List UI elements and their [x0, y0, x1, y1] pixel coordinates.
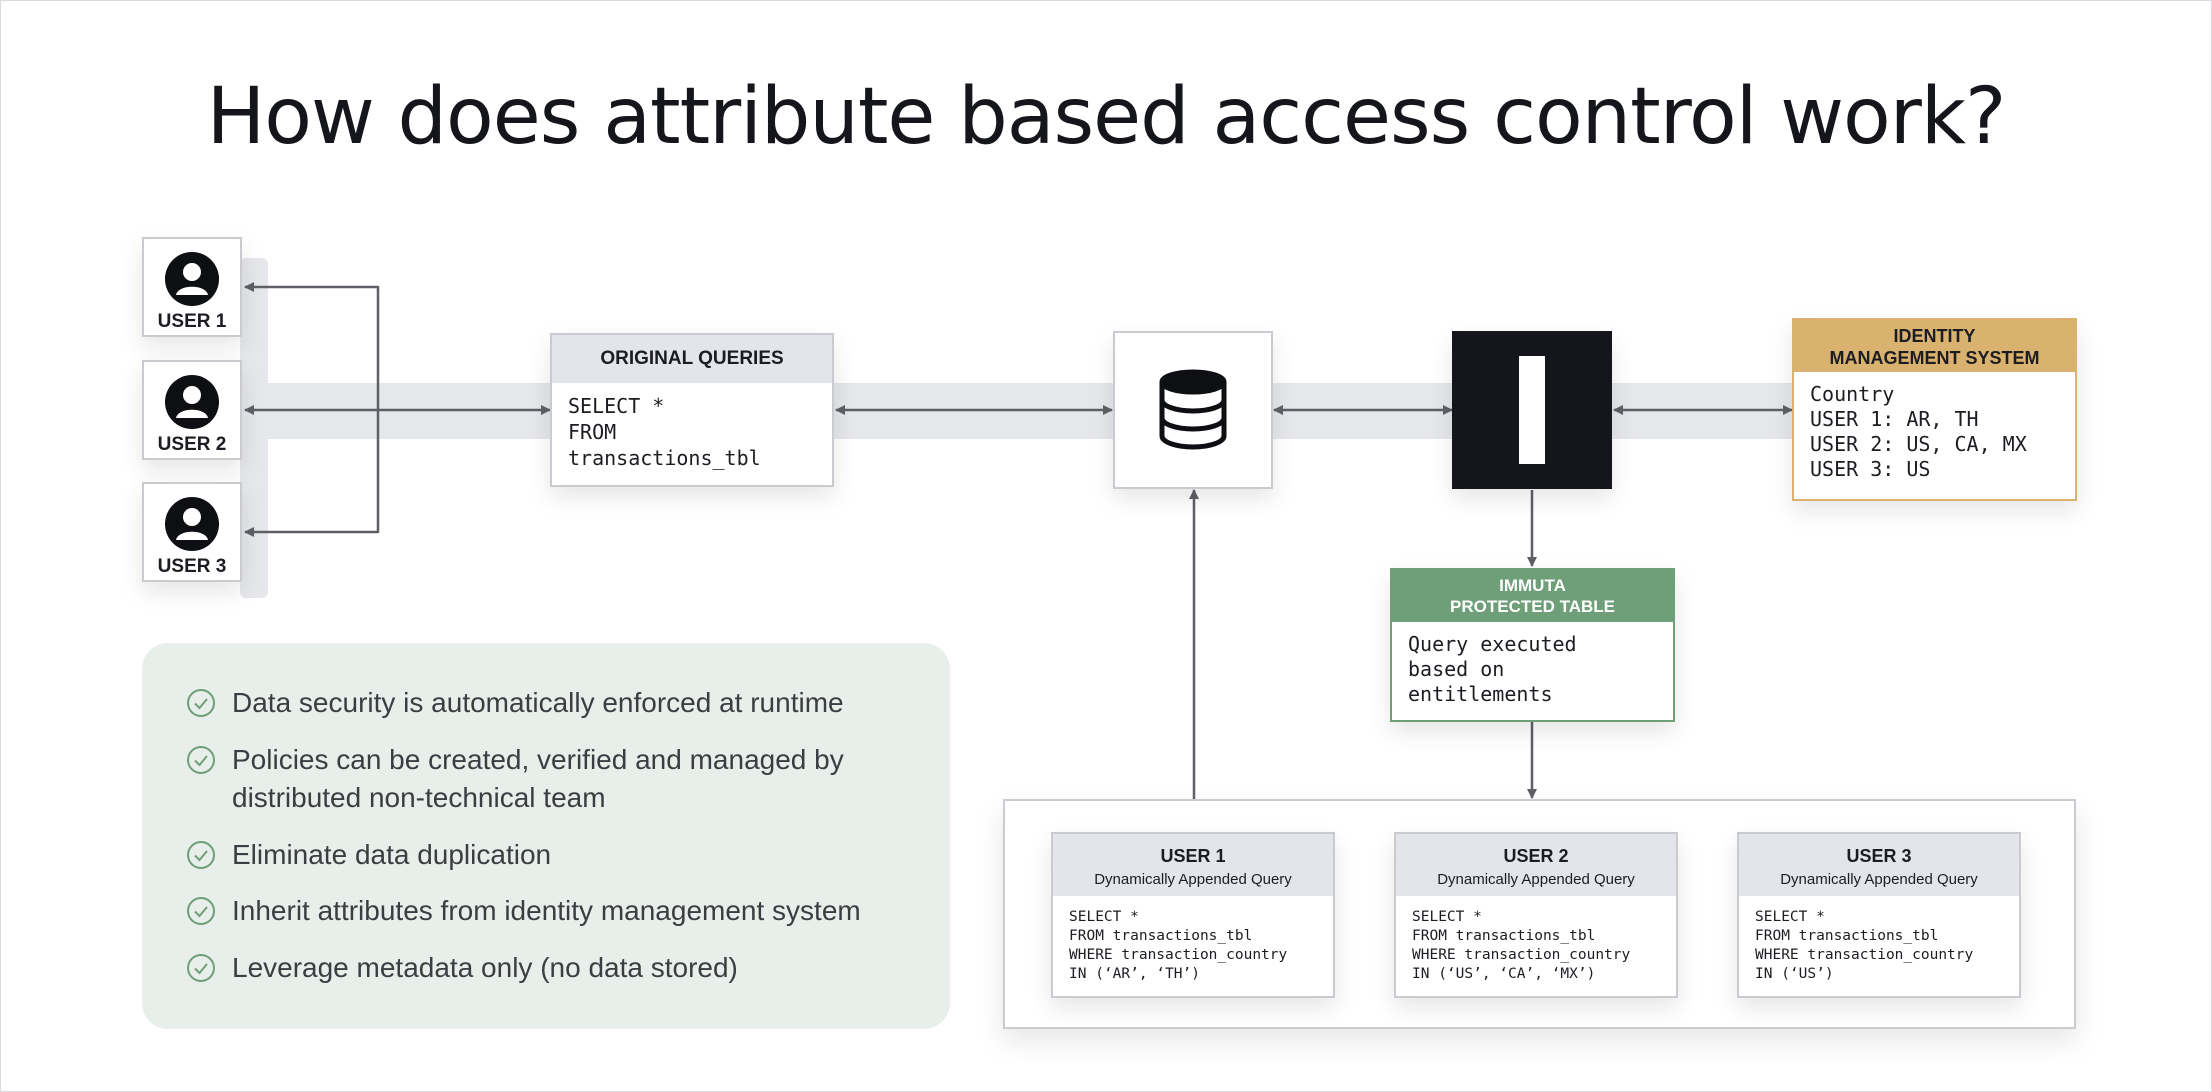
benefit-item: Data security is automatically enforced … [184, 684, 844, 722]
user-label: USER 2 [157, 434, 227, 455]
identity-management-attributes: Country USER 1: AR, TH USER 2: US, CA, M… [1810, 382, 2027, 481]
appended-query-card-user-3: USER 3 Dynamically Appended Query SELECT… [1737, 832, 2021, 998]
protected-table-text: Query executed based on entitlements [1408, 632, 1577, 706]
appended-query-header: USER 1 Dynamically Appended Query [1053, 834, 1333, 896]
check-circle-icon [187, 689, 215, 717]
database-icon [1159, 369, 1227, 450]
benefit-text: Inherit attributes from identity managem… [232, 895, 861, 926]
benefit-item: Eliminate data duplication [184, 836, 551, 874]
check-circle-icon [187, 841, 215, 869]
benefit-text: Eliminate data duplication [232, 839, 552, 870]
database-card [1113, 331, 1273, 489]
user-2-card: USER 2 [142, 360, 242, 460]
appended-query-card-user-2: USER 2 Dynamically Appended Query SELECT… [1394, 832, 1678, 998]
user-icon [165, 375, 219, 429]
appended-query-title: USER 3 [1846, 846, 1912, 866]
user-1-card: USER 1 [142, 237, 242, 337]
appended-query-subtitle: Dynamically Appended Query [1437, 871, 1635, 888]
benefit-item: Leverage metadata only (no data stored) [184, 949, 738, 987]
original-queries-header: ORIGINAL QUERIES [552, 335, 832, 383]
check-circle-icon [187, 954, 215, 982]
appended-query-code: SELECT * FROM transactions_tbl WHERE tra… [1755, 909, 1974, 982]
original-queries-card: ORIGINAL QUERIES SELECT * FROM transacti… [550, 333, 834, 487]
appended-query-title: USER 2 [1503, 846, 1569, 866]
user-icon [165, 252, 219, 306]
immuta-card [1452, 331, 1612, 489]
appended-query-title: USER 1 [1160, 846, 1226, 866]
identity-management-header: IDENTITY MANAGEMENT SYSTEM [1794, 320, 2075, 372]
appended-query-header: USER 2 Dynamically Appended Query [1396, 834, 1676, 896]
protected-table-card: IMMUTA PROTECTED TABLE Query executed ba… [1390, 568, 1675, 722]
benefit-text: Leverage metadata only (no data stored) [232, 952, 738, 983]
appended-query-card-user-1: USER 1 Dynamically Appended Query SELECT… [1051, 832, 1335, 998]
check-circle-icon [187, 746, 215, 774]
benefit-item: Inherit attributes from identity managem… [184, 892, 861, 930]
appended-query-subtitle: Dynamically Appended Query [1094, 871, 1292, 888]
appended-query-code: SELECT * FROM transactions_tbl WHERE tra… [1069, 909, 1288, 982]
benefit-item: Policies can be created, verified and ma… [184, 741, 844, 817]
user-label: USER 1 [157, 311, 227, 332]
immuta-logo [1519, 356, 1545, 464]
benefits-panel: Data security is automatically enforced … [142, 643, 950, 1029]
original-queries-code: SELECT * FROM transactions_tbl [568, 394, 761, 470]
page-title: How does attribute based access control … [206, 72, 2007, 162]
users-band [240, 258, 268, 598]
benefit-text: Policies can be created, verified and ma… [232, 744, 844, 813]
user-label: USER 3 [157, 556, 227, 577]
check-circle-icon [187, 897, 215, 925]
identity-management-card: IDENTITY MANAGEMENT SYSTEM Country USER … [1792, 318, 2077, 501]
user-icon [165, 497, 219, 551]
appended-query-code: SELECT * FROM transactions_tbl WHERE tra… [1412, 909, 1631, 982]
benefit-text: Data security is automatically enforced … [232, 687, 844, 718]
protected-table-header: IMMUTA PROTECTED TABLE [1392, 570, 1673, 622]
appended-query-subtitle: Dynamically Appended Query [1780, 871, 1978, 888]
appended-query-header: USER 3 Dynamically Appended Query [1739, 834, 2019, 896]
user-3-card: USER 3 [142, 482, 242, 582]
